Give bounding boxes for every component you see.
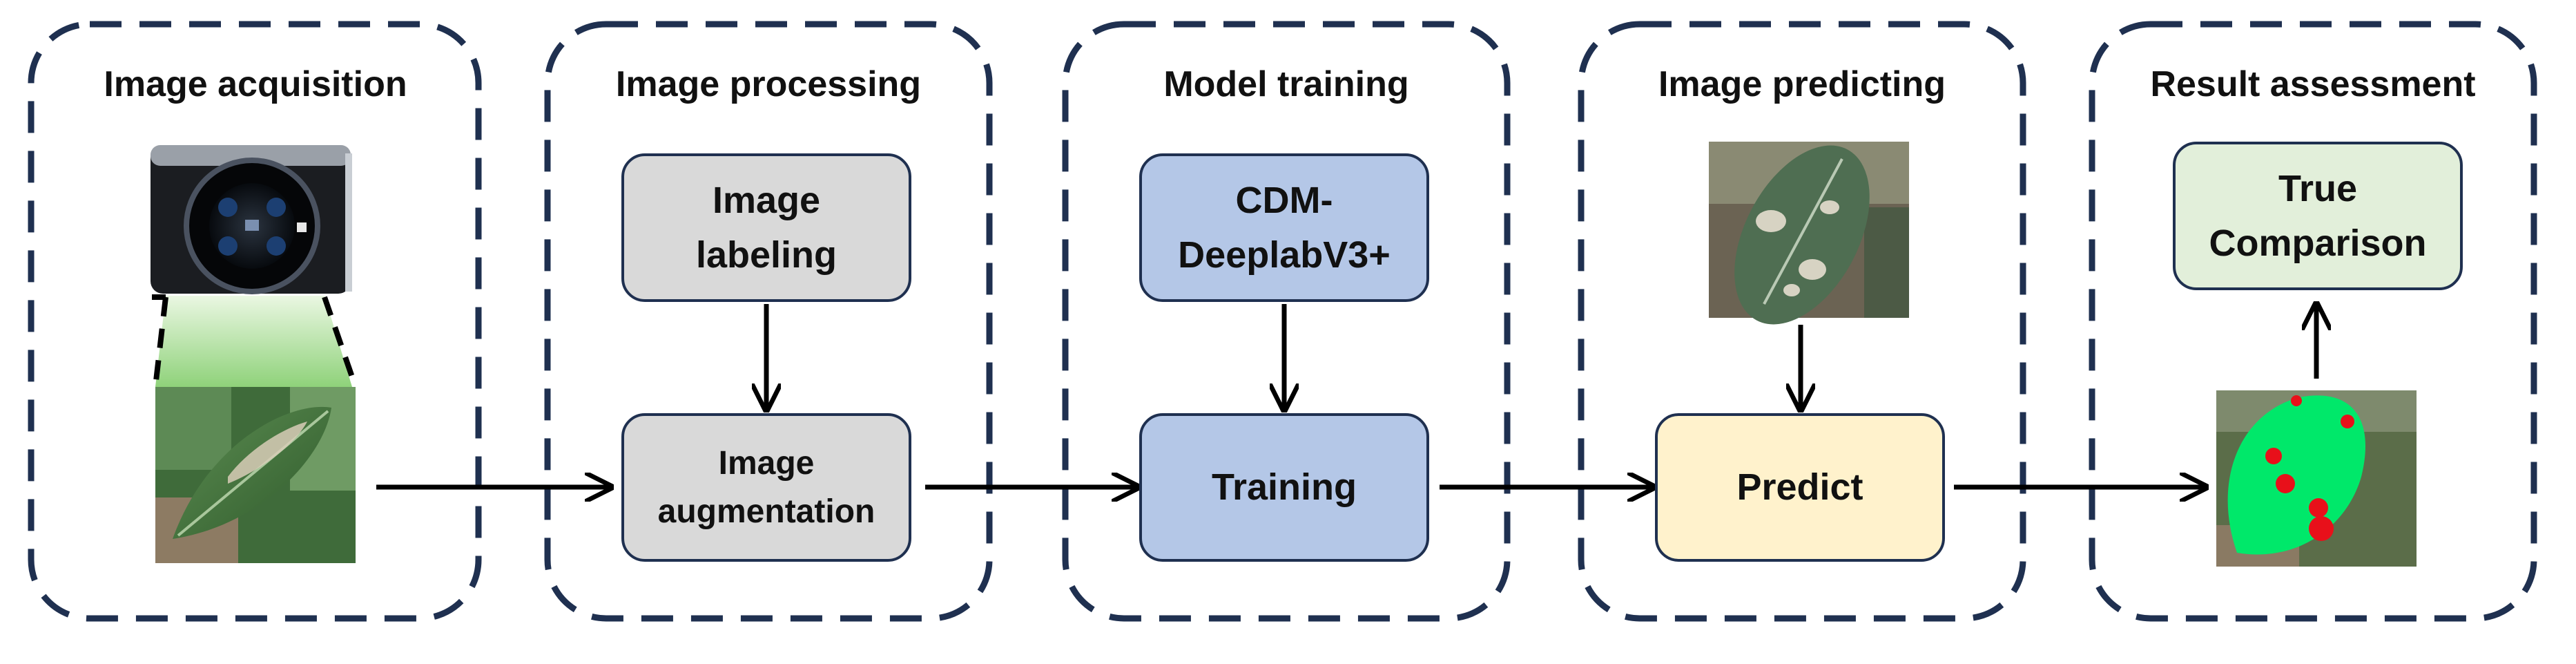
true-comparison-box: True Comparison xyxy=(2173,142,2463,290)
image-labeling-label: Image labeling xyxy=(695,180,837,276)
smartphone-camera-module-icon xyxy=(151,145,352,294)
leaf-with-spots-photo xyxy=(1709,142,1909,325)
stage-frame-training xyxy=(1062,21,1511,622)
stage-frame-assessment xyxy=(2089,21,2537,622)
image-augmentation-box: Image augmentation xyxy=(621,413,911,562)
cdm-deeplabv3-label: CDM- DeeplabV3+ xyxy=(1178,180,1391,276)
stage-title-acquisition: Image acquisition xyxy=(104,64,407,104)
image-labeling-box: Image labeling xyxy=(621,153,911,302)
camellia-leaf-photo xyxy=(155,387,356,563)
segmentation-mask-image xyxy=(2216,390,2417,567)
stage-frame-acquisition xyxy=(28,21,482,622)
stage-frame-predicting xyxy=(1578,21,2026,622)
cdm-deeplabv3-box: CDM- DeeplabV3+ xyxy=(1139,153,1429,302)
stage-title-predicting: Image predicting xyxy=(1658,64,1946,104)
true-comparison-label: True Comparison xyxy=(2209,168,2427,264)
image-augmentation-label: Image augmentation xyxy=(657,444,875,530)
predict-box: Predict xyxy=(1655,413,1945,562)
camera-beam xyxy=(155,296,352,387)
training-box: Training xyxy=(1139,413,1429,562)
predict-label: Predict xyxy=(1736,466,1863,509)
stage-title-training: Model training xyxy=(1163,64,1409,104)
training-label: Training xyxy=(1211,466,1357,509)
stage-title-assessment: Result assessment xyxy=(2150,64,2476,104)
stage-title-processing: Image processing xyxy=(615,64,922,104)
stage-frame-processing xyxy=(544,21,993,622)
